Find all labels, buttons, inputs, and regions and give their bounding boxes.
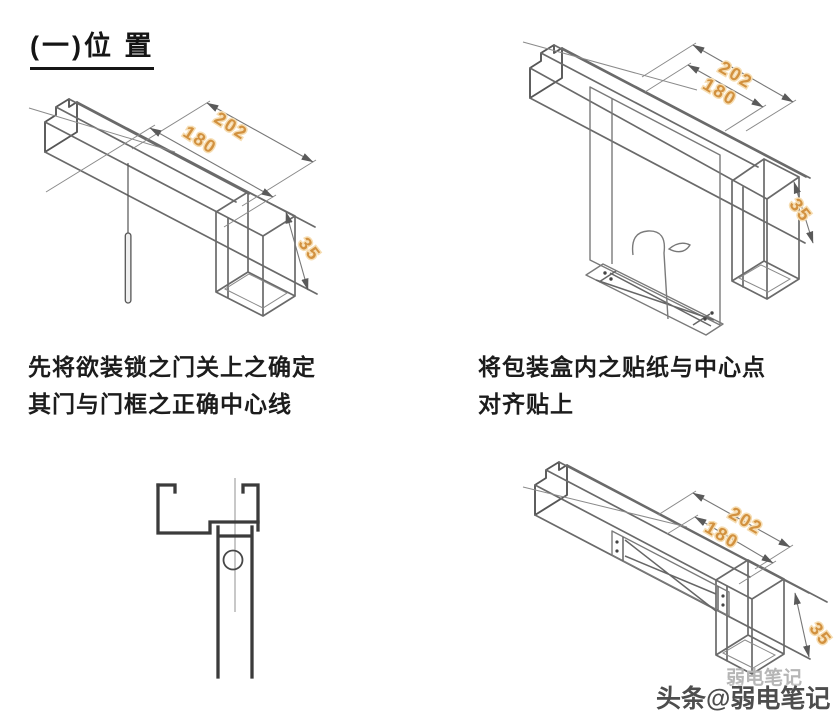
- diagram-door-frame-section: [156, 478, 260, 679]
- watermark-ghost: 弱电笔记: [726, 668, 803, 689]
- caption-line: 先将欲装锁之门关上之确定: [28, 354, 316, 380]
- peeled-corner-curl: [631, 230, 669, 320]
- dimension-label-180: 180: [180, 122, 221, 158]
- page-title: (一)位 置: [30, 24, 155, 70]
- dimension-lines: [28, 100, 317, 291]
- dimension-lines: [522, 486, 811, 658]
- dimension-label-35: 35: [805, 619, 836, 650]
- caption-line: 将包装盒内之贴纸与中心点: [478, 354, 766, 380]
- dimension-lines: [522, 41, 814, 244]
- watermark: 头条@弱电笔记: [656, 685, 831, 713]
- frame-corner-tube: [715, 559, 785, 675]
- diagram-frame-template-applied: 202 180 35: [522, 461, 838, 675]
- door-top-edge: [216, 525, 254, 679]
- frame-corner-tube: [215, 191, 296, 317]
- caption-line: 对齐贴上: [478, 391, 574, 417]
- dimension-label-35: 35: [785, 195, 816, 226]
- sticker-sheet: [585, 86, 724, 336]
- caption-left: 先将欲装锁之门关上之确定 其门与门框之正确中心线: [28, 349, 316, 423]
- frame-profile: [156, 483, 260, 535]
- header-beam: [529, 44, 811, 244]
- dimension-label-35: 35: [294, 234, 325, 265]
- diagram-frame-plumb-line: 202 180 35: [28, 98, 327, 317]
- center-point-circle: [222, 549, 244, 571]
- caption-line: 其门与门框之正确中心线: [28, 391, 292, 417]
- diagram-frame-sticker-sheet: 202 180 35: [522, 41, 818, 336]
- frame-corner-tube: [731, 158, 800, 300]
- caption-right: 将包装盒内之贴纸与中心点 对齐贴上: [478, 349, 766, 423]
- header-beam: [44, 98, 318, 295]
- applied-template-sticker: [611, 530, 730, 617]
- plumb-bob: [124, 163, 132, 304]
